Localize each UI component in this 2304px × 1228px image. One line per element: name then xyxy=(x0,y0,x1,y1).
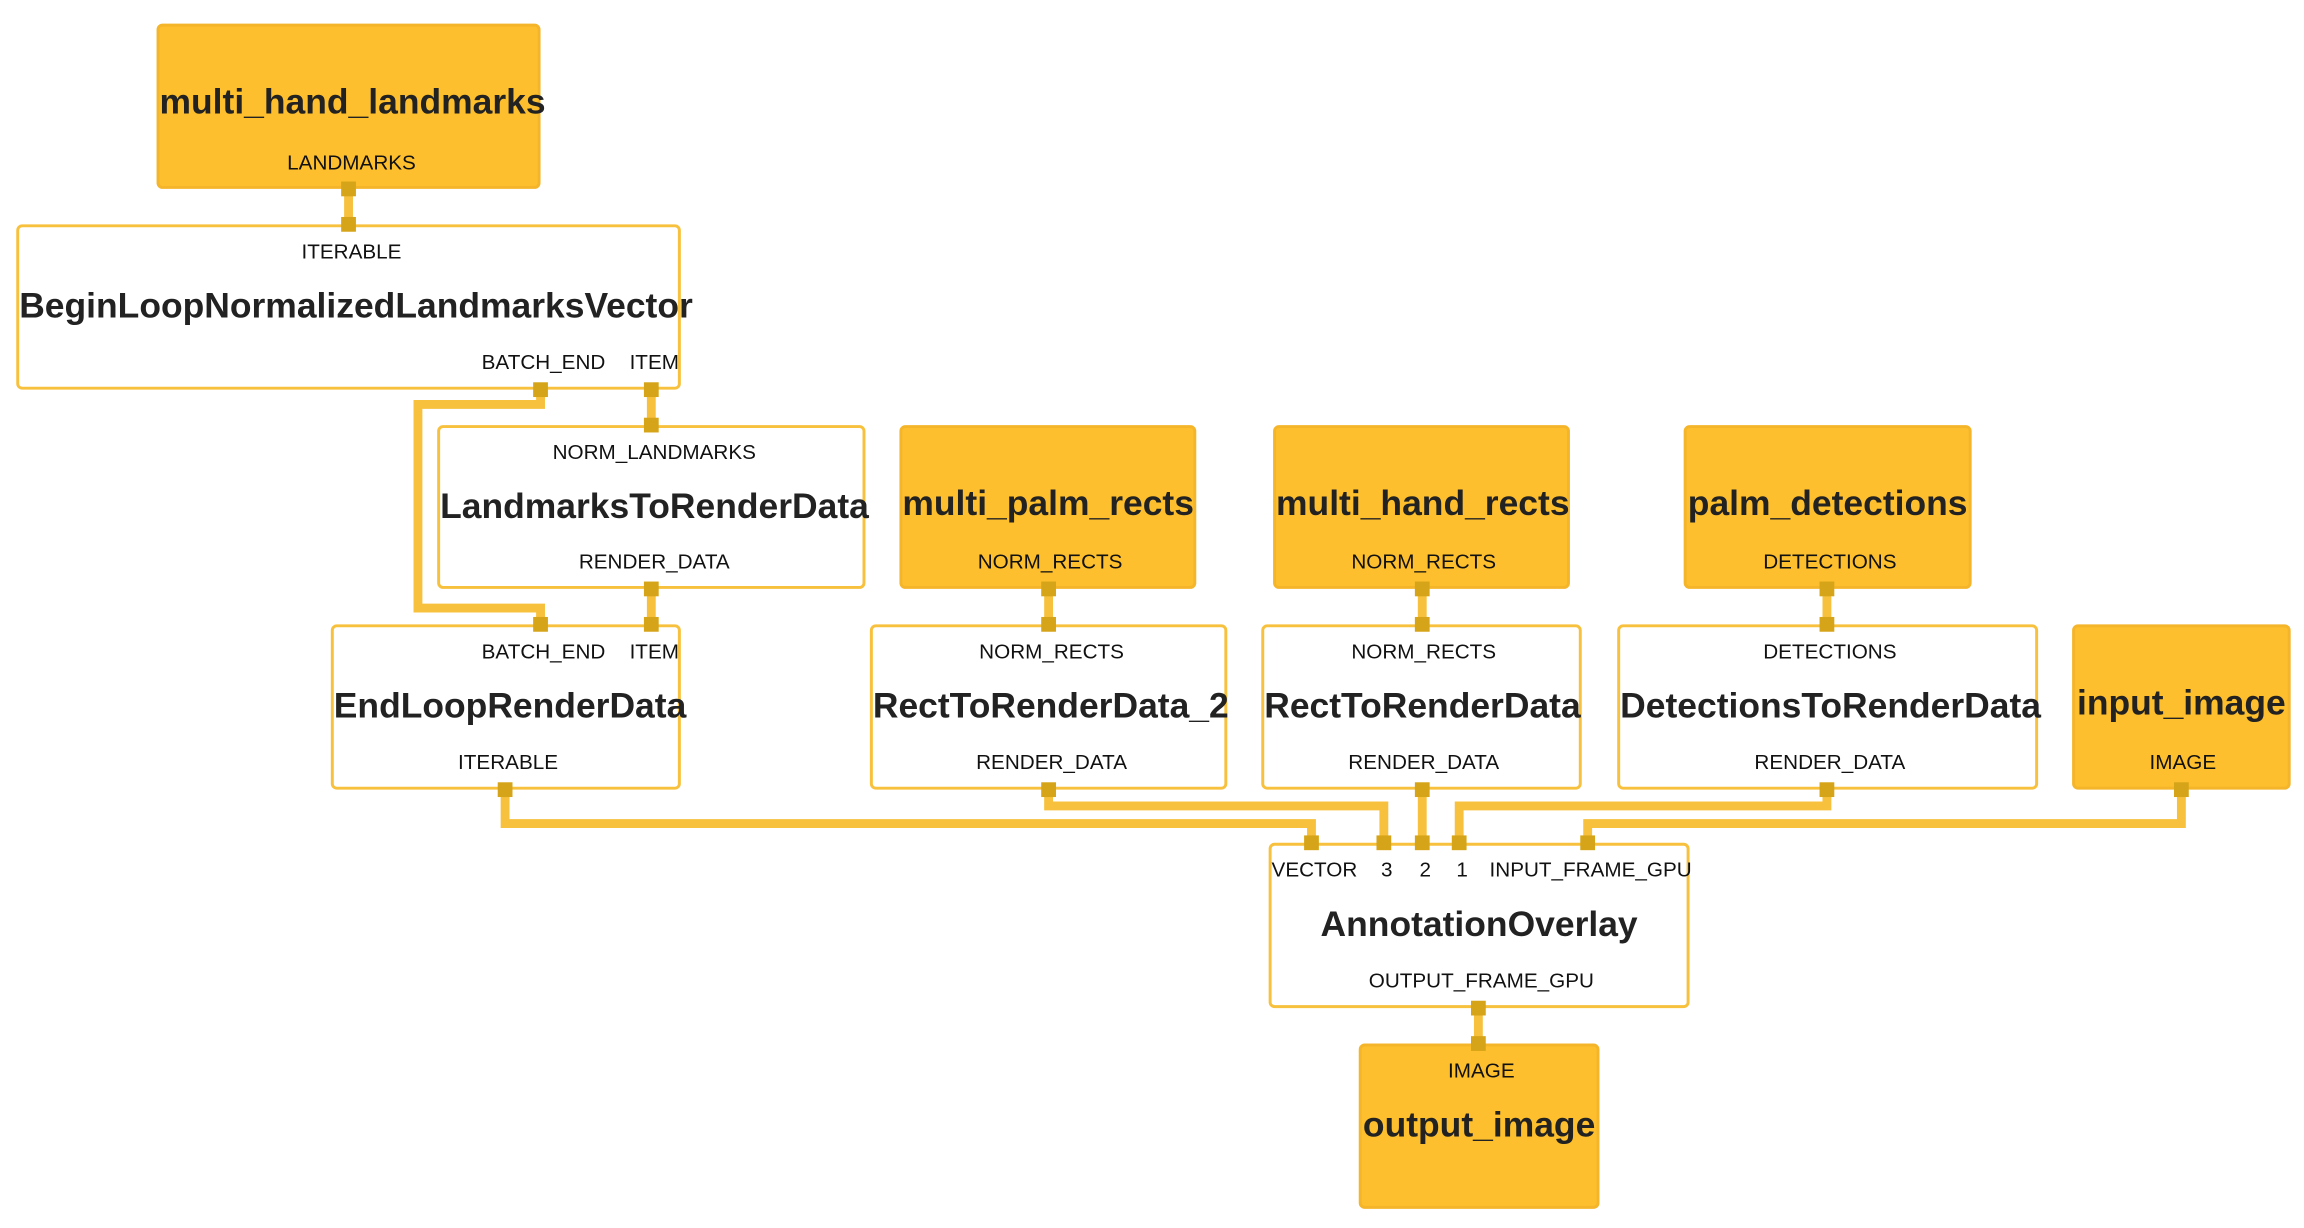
input-port-label: NORM_RECTS xyxy=(979,639,1124,663)
rect-to-render-data-node[interactable]: NORM_RECTS RectToRenderData RENDER_DATA xyxy=(1261,624,1582,790)
output-port-label: ITERABLE xyxy=(458,749,559,774)
connector-pin xyxy=(1580,835,1596,851)
multi-palm-rects-stream[interactable]: multi_palm_rects NORM_RECTS xyxy=(899,425,1197,589)
connector-pin xyxy=(1819,782,1835,798)
input-port-label: ITERABLE xyxy=(301,239,402,263)
connector-pin xyxy=(1376,835,1392,851)
connector-pin xyxy=(643,417,659,433)
connector-pin xyxy=(1304,835,1319,851)
connector-pin xyxy=(341,181,356,197)
node-title: multi_hand_rects xyxy=(1276,484,1570,524)
connector-pin xyxy=(1041,782,1056,798)
input-port-label: VECTOR xyxy=(1271,857,1358,882)
node-title: DetectionsToRenderData xyxy=(1620,686,2042,727)
rect-to-render-data-2-node[interactable]: NORM_RECTS RectToRenderData_2 RENDER_DAT… xyxy=(869,624,1229,790)
node-title: multi_hand_landmarks xyxy=(159,82,546,123)
output-port-label: RENDER_DATA xyxy=(578,549,730,573)
wire-render-data-to-3 xyxy=(1044,789,1389,843)
connector-pin xyxy=(1414,835,1430,851)
output-port-label: LANDMARKS xyxy=(287,150,416,175)
node-title: multi_palm_rects xyxy=(902,484,1194,524)
connector-pin xyxy=(533,616,548,632)
output-port-label: IMAGE xyxy=(2149,749,2217,774)
connector-pin xyxy=(1414,782,1430,798)
input-port-label: INPUT_FRAME_GPU xyxy=(1489,857,1692,882)
connector-pin xyxy=(1819,616,1835,632)
connector-pin xyxy=(1414,616,1430,632)
node-title: BeginLoopNormalizedLandmarksVector xyxy=(19,286,693,327)
wire-image-to-input-frame xyxy=(1583,789,2186,843)
connector-pin xyxy=(497,782,513,798)
output-port-label: OUTPUT_FRAME_GPU xyxy=(1368,968,1594,992)
output-port-label: RENDER_DATA xyxy=(1348,749,1500,774)
input-port-label: 2 xyxy=(1419,857,1431,882)
connector-pin xyxy=(643,581,659,597)
connector-pin xyxy=(1041,616,1056,632)
node-title: palm_detections xyxy=(1687,484,1968,524)
multi-hand-landmarks-stream[interactable]: multi_hand_landmarks LANDMARKS xyxy=(156,23,546,189)
begin-loop-normalized-landmarks-vector-node[interactable]: ITERABLE BeginLoopNormalizedLandmarksVec… xyxy=(16,224,693,390)
palm-detections-stream[interactable]: palm_detections DETECTIONS xyxy=(1683,425,1972,589)
output-port-label: NORM_RECTS xyxy=(1351,549,1497,573)
detections-to-render-data-node[interactable]: DETECTIONS DetectionsToRenderData RENDER… xyxy=(1617,624,2042,790)
node-title: LandmarksToRenderData xyxy=(440,487,869,527)
multi-hand-rects-stream[interactable]: multi_hand_rects NORM_RECTS xyxy=(1273,425,1570,589)
output-port-label: NORM_RECTS xyxy=(977,549,1123,573)
connector-pin xyxy=(1041,581,1056,597)
node-title: output_image xyxy=(1362,1105,1596,1146)
output-port-label: DETECTIONS xyxy=(1763,549,1897,573)
connector-pin xyxy=(1470,1000,1486,1016)
wire-batch-end-to-batch-end xyxy=(413,389,545,625)
node-title: input_image xyxy=(2076,683,2286,724)
input-port-label: DETECTIONS xyxy=(1763,639,1897,663)
connector-pin xyxy=(1414,581,1430,597)
annotation-overlay-node[interactable]: VECTOR 3 2 1 INPUT_FRAME_GPU AnnotationO… xyxy=(1268,842,1692,1009)
wire-iterable-to-vector xyxy=(500,789,1316,843)
output-port-label: RENDER_DATA xyxy=(976,749,1128,774)
node-title: RectToRenderData_2 xyxy=(872,686,1229,727)
connector-pin xyxy=(643,616,659,632)
node-title: EndLoopRenderData xyxy=(333,686,687,727)
input-port-label: NORM_LANDMARKS xyxy=(552,439,756,464)
input-port-label: ITEM xyxy=(629,639,679,663)
input-image-stream[interactable]: input_image IMAGE xyxy=(2072,624,2291,790)
input-port-label: 1 xyxy=(1456,857,1468,882)
connector-pin xyxy=(1451,835,1467,851)
connector-pin xyxy=(533,382,548,398)
connector-pin xyxy=(1819,581,1835,597)
landmarks-to-render-data-node[interactable]: NORM_LANDMARKS LandmarksToRenderData REN… xyxy=(437,425,869,589)
input-port-label: BATCH_END xyxy=(481,639,606,663)
output-port-label: RENDER_DATA xyxy=(1754,749,1906,774)
connector-pin xyxy=(2173,782,2189,798)
end-loop-render-data-node[interactable]: BATCH_END ITEM EndLoopRenderData ITERABL… xyxy=(330,624,687,790)
node-title: AnnotationOverlay xyxy=(1320,904,1638,945)
input-port-label: 3 xyxy=(1381,857,1393,882)
node-title: RectToRenderData xyxy=(1264,686,1581,727)
output-port-label: ITEM xyxy=(629,349,679,374)
input-port-label: NORM_RECTS xyxy=(1351,639,1497,663)
wire-render-data-to-1 xyxy=(1454,789,1832,843)
output-port-label: BATCH_END xyxy=(481,349,606,374)
connector-pin xyxy=(1470,1036,1486,1051)
connector-pin xyxy=(643,382,659,398)
input-port-label: IMAGE xyxy=(1448,1058,1515,1082)
connector-pin xyxy=(341,216,356,232)
output-image-stream[interactable]: IMAGE output_image xyxy=(1358,1043,1600,1209)
